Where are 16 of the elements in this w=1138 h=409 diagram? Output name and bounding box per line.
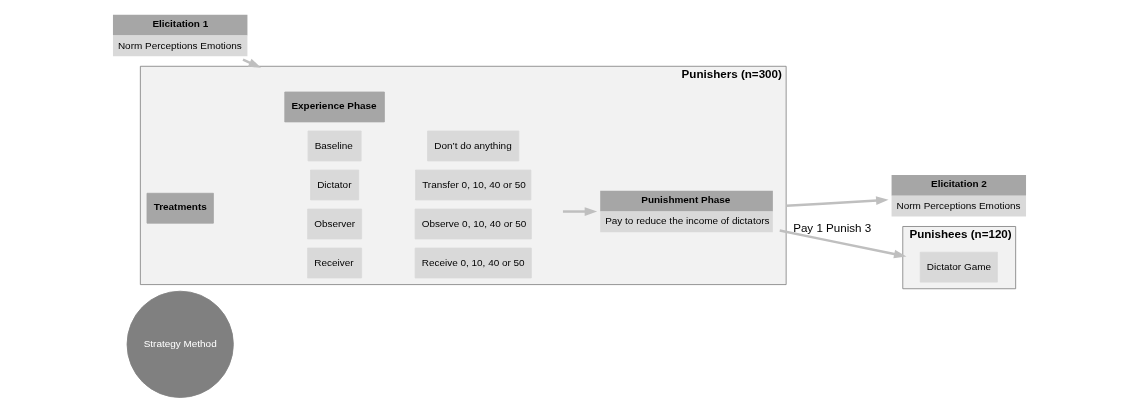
node-box: Dictator	[309, 169, 359, 201]
node-box: Observe 0, 10, 40 or 50	[414, 208, 532, 240]
node-box: Baseline	[307, 130, 362, 162]
node-box: Don’t do anything	[426, 130, 519, 162]
node-box: Receive 0, 10, 40 or 50	[414, 247, 532, 279]
node-box: Transfer 0, 10, 40 or 50	[414, 169, 531, 201]
node-circle: Strategy Method	[126, 290, 234, 398]
node-box: Treatments	[146, 192, 214, 224]
node-box: Dictator Game	[919, 251, 998, 283]
edge-label: Pay 1 Punish 3	[792, 220, 871, 234]
node-box: Observer	[306, 208, 362, 240]
arrow	[779, 229, 906, 259]
arrow	[785, 196, 889, 208]
node-box: Receiver	[306, 247, 362, 279]
node-box: Experience Phase	[283, 91, 385, 123]
arrow	[562, 207, 597, 216]
